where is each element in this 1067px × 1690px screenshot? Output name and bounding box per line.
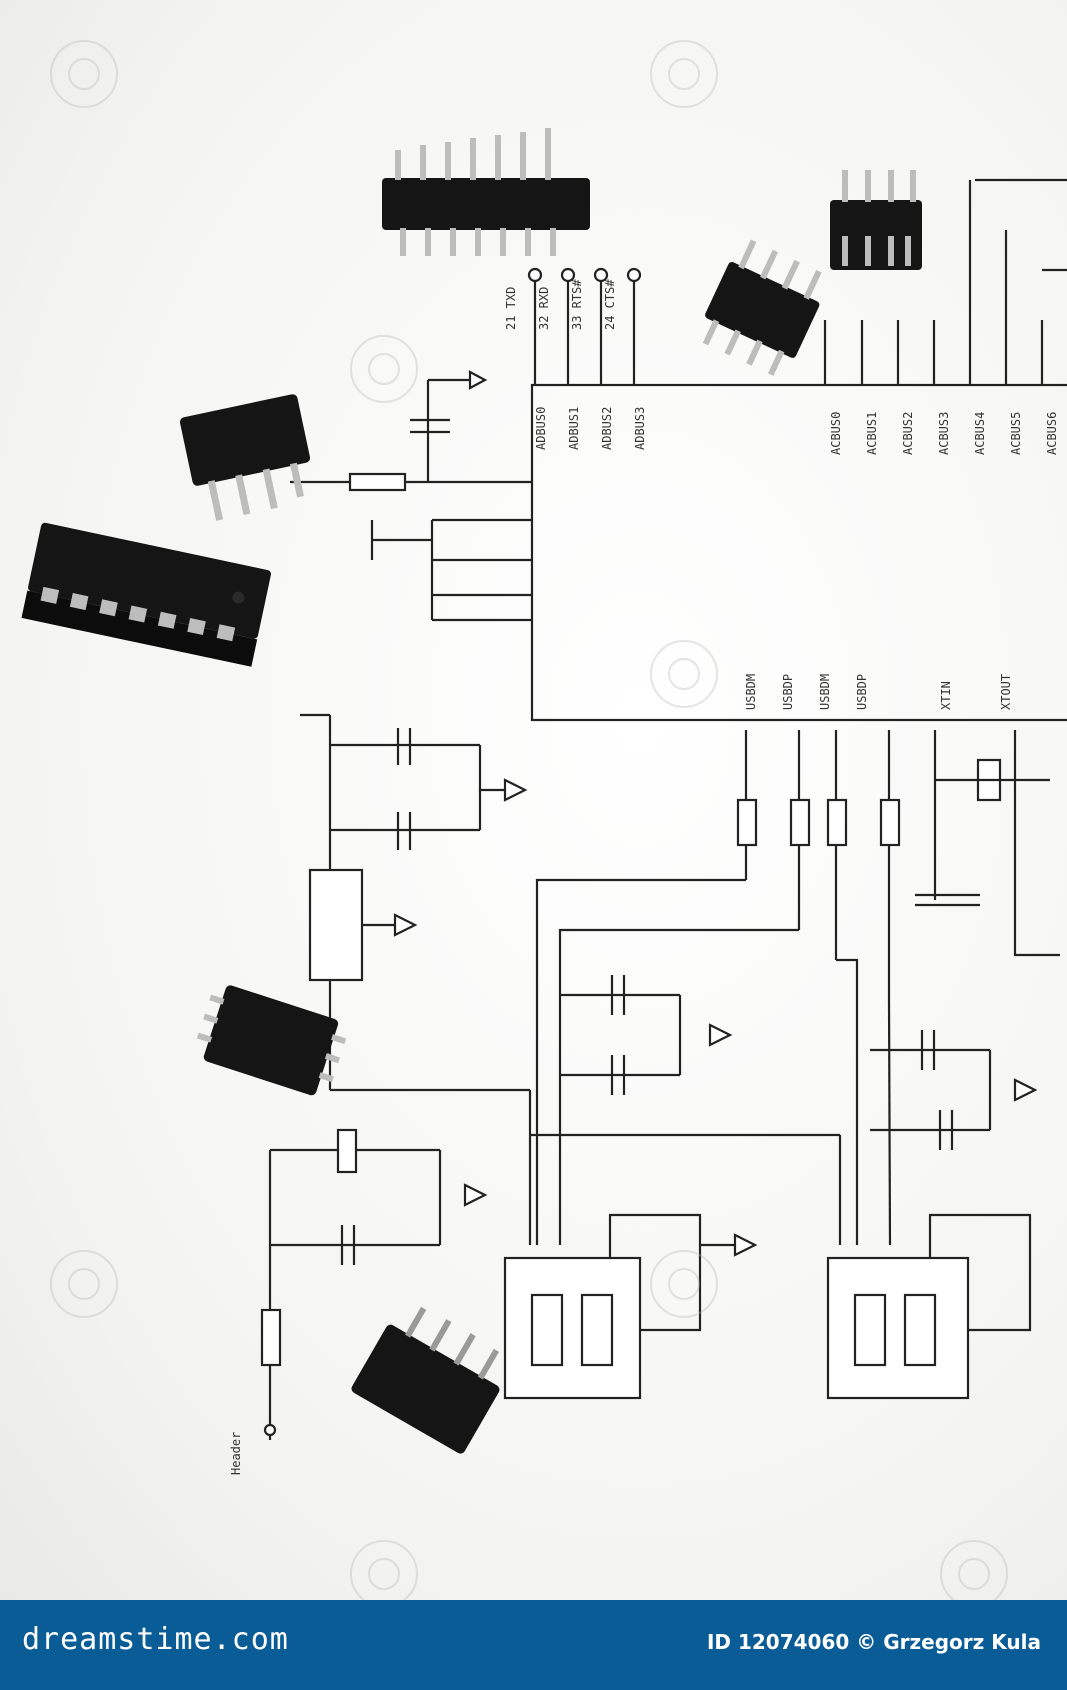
svg-text:USBDM: USBDM xyxy=(818,674,832,710)
dip-chip-8-middle-left xyxy=(196,985,347,1096)
watermark-footer-bar: dreamstime.com ID 12074060 © Grzegorz Ku… xyxy=(0,1600,1067,1690)
dip-chip-14-left xyxy=(21,522,271,667)
watermark-swirl-icon xyxy=(350,1540,418,1600)
site-logo: dreamstime.com xyxy=(22,1622,289,1657)
svg-text:32 RXD: 32 RXD xyxy=(537,287,551,330)
svg-text:ADBUS3: ADBUS3 xyxy=(633,407,647,450)
svg-text:ACBUS5: ACBUS5 xyxy=(1009,412,1023,455)
svg-text:ACBUS1: ACBUS1 xyxy=(865,412,879,455)
svg-text:ACBUS4: ACBUS4 xyxy=(973,412,987,455)
watermark-swirl-icon xyxy=(940,1540,1008,1600)
svg-text:24 CTS#: 24 CTS# xyxy=(603,279,617,330)
watermark-swirl-icon xyxy=(650,1250,718,1318)
svg-text:USBDP: USBDP xyxy=(781,674,795,710)
svg-text:ACBUS6: ACBUS6 xyxy=(1045,412,1059,455)
dip-chip-14-top xyxy=(382,128,590,256)
dip-chip-8-bottom xyxy=(351,1306,500,1454)
usb-connector-right xyxy=(826,1256,970,1400)
watermark-swirl-icon xyxy=(650,640,718,708)
regulator-box xyxy=(308,868,364,982)
dip-chip-8-tilted xyxy=(702,239,822,376)
svg-text:USBDP: USBDP xyxy=(855,674,869,710)
svg-text:ADBUS0: ADBUS0 xyxy=(534,407,548,450)
svg-text:21 TXD: 21 TXD xyxy=(504,287,518,330)
watermark-swirl-icon xyxy=(350,335,418,403)
svg-text:33 RTS#: 33 RTS# xyxy=(570,279,584,330)
watermark-swirl-icon xyxy=(50,40,118,108)
dip-chip-8-left xyxy=(179,394,311,521)
svg-text:Header: Header xyxy=(229,1432,243,1475)
svg-text:ACBUS0: ACBUS0 xyxy=(829,412,843,455)
svg-text:ACBUS2: ACBUS2 xyxy=(901,412,915,455)
svg-text:USBDM: USBDM xyxy=(744,674,758,710)
schematic-drawing: 21 TXD 32 RXD 33 RTS# 24 CTS# ADBUS0 ADB… xyxy=(21,128,1067,1475)
svg-text:ADBUS1: ADBUS1 xyxy=(567,407,581,450)
copyright-author: © Grzegorz Kula xyxy=(856,1630,1041,1654)
dip-chip-8-topright xyxy=(830,170,922,270)
photo: 21 TXD 32 RXD 33 RTS# 24 CTS# ADBUS0 ADB… xyxy=(0,0,1067,1600)
svg-text:XTOUT: XTOUT xyxy=(999,674,1013,710)
watermark-swirl-icon xyxy=(50,1250,118,1318)
usb-connector-left xyxy=(503,1256,642,1400)
image-credit: ID 12074060 © Grzegorz Kula xyxy=(707,1630,1041,1654)
svg-text:ACBUS3: ACBUS3 xyxy=(937,412,951,455)
watermark-swirl-icon xyxy=(650,40,718,108)
image-id: ID 12074060 xyxy=(706,1630,850,1654)
main-ic-outline xyxy=(530,383,1067,722)
svg-text:XTIN: XTIN xyxy=(939,681,953,710)
svg-text:ADBUS2: ADBUS2 xyxy=(600,407,614,450)
